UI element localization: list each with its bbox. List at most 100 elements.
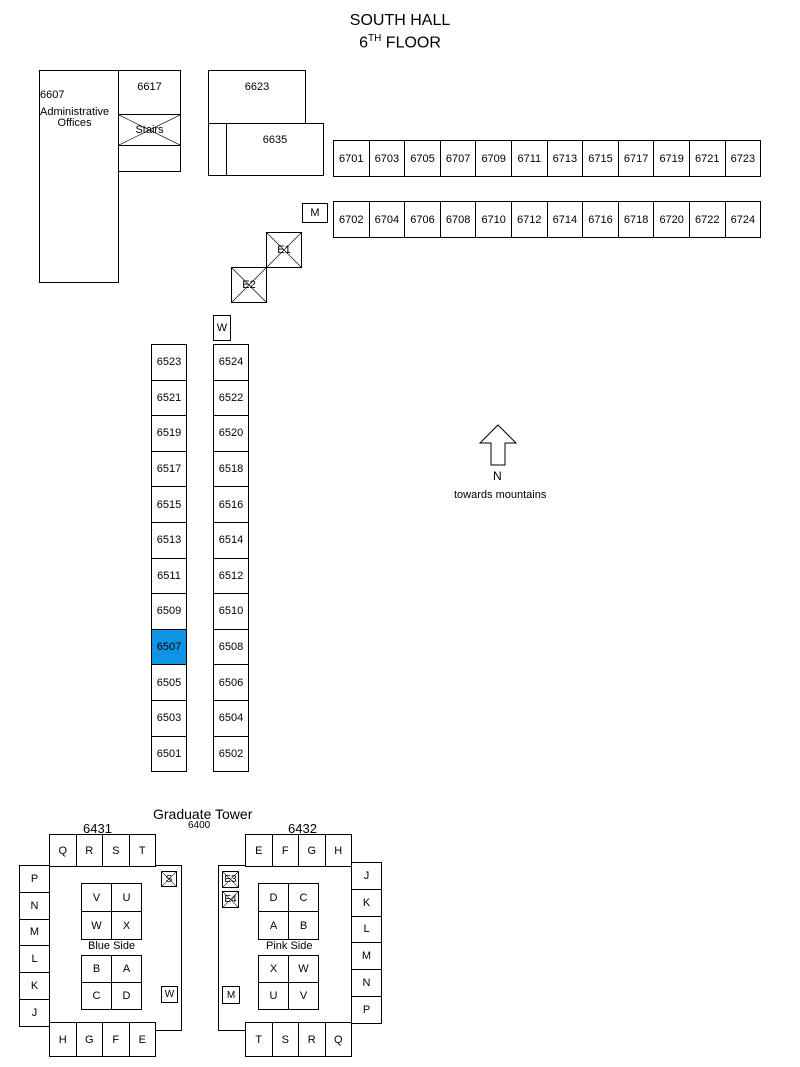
tower-6432-bottom-q[interactable]: Q xyxy=(324,1022,352,1057)
room-6512[interactable]: 6512 xyxy=(213,557,249,595)
room-6715[interactable]: 6715 xyxy=(582,140,619,177)
room-6502[interactable]: 6502 xyxy=(213,735,249,773)
tower-6431-side-m[interactable]: M xyxy=(19,918,50,947)
mens-restroom-m[interactable]: M xyxy=(302,203,328,223)
tower-6431-side-n[interactable]: N xyxy=(19,891,50,920)
tower-6432-side-l[interactable]: L xyxy=(351,915,382,944)
tower-6432-lower-w[interactable]: W xyxy=(288,955,319,983)
room-6524[interactable]: 6524 xyxy=(213,344,249,381)
room-6509[interactable]: 6509 xyxy=(151,593,187,630)
room-6607[interactable]: 6607 Administrative Offices xyxy=(39,70,119,283)
room-6710[interactable]: 6710 xyxy=(475,201,512,238)
tower-6431-lower-c[interactable]: C xyxy=(81,982,112,1010)
room-6523[interactable]: 6523 xyxy=(151,344,187,381)
room-6516[interactable]: 6516 xyxy=(213,486,249,523)
room-6707[interactable]: 6707 xyxy=(439,140,477,177)
tower-6432-lower-x[interactable]: X xyxy=(258,955,289,983)
tower-6432-top-g[interactable]: G xyxy=(298,834,326,867)
tower-6432-side-j[interactable]: J xyxy=(351,862,382,890)
elevator-e1[interactable]: E1 xyxy=(266,232,302,268)
tower-6432-lower-u[interactable]: U xyxy=(258,982,289,1010)
womens-restroom-w[interactable]: W xyxy=(213,315,231,341)
room-6517[interactable]: 6517 xyxy=(151,450,187,488)
room-6507[interactable]: 6507 xyxy=(151,628,187,666)
room-6635[interactable]: 6635 xyxy=(226,123,324,176)
tower-6432-m[interactable]: M xyxy=(222,986,240,1004)
tower-6431-lower-b[interactable]: B xyxy=(81,955,112,983)
tower-6432-top-f[interactable]: F xyxy=(271,834,299,867)
tower-6432-bottom-r[interactable]: R xyxy=(298,1022,326,1057)
room-6521[interactable]: 6521 xyxy=(151,379,187,417)
room-6705[interactable]: 6705 xyxy=(404,140,441,177)
elevator-e3[interactable]: E3 xyxy=(222,871,239,888)
tower-6432-bottom-s[interactable]: S xyxy=(271,1022,299,1057)
room-6708[interactable]: 6708 xyxy=(439,201,477,238)
tower-6432-side-p[interactable]: P xyxy=(351,996,382,1024)
tower-6432-upper-b[interactable]: B xyxy=(288,911,319,940)
tower-6432-top-e[interactable]: E xyxy=(245,834,273,867)
room-6706[interactable]: 6706 xyxy=(404,201,441,238)
room-6720[interactable]: 6720 xyxy=(653,201,690,238)
tower-6431-upper-w[interactable]: W xyxy=(81,911,112,940)
tower-6431-top-q[interactable]: Q xyxy=(49,834,77,867)
room-6719[interactable]: 6719 xyxy=(653,140,690,177)
tower-6432-side-k[interactable]: K xyxy=(351,888,382,917)
tower-6431-upper-v[interactable]: V xyxy=(81,883,112,912)
room-6520[interactable]: 6520 xyxy=(213,415,249,452)
room-6714[interactable]: 6714 xyxy=(546,201,584,238)
room-6514[interactable]: 6514 xyxy=(213,522,249,559)
tower-6432-lower-v[interactable]: V xyxy=(288,982,319,1010)
room-6505[interactable]: 6505 xyxy=(151,664,187,701)
tower-6431-side-l[interactable]: L xyxy=(19,945,50,974)
room-6724[interactable]: 6724 xyxy=(724,201,762,238)
tower-6431-upper-u[interactable]: U xyxy=(111,883,142,912)
room-6721[interactable]: 6721 xyxy=(689,140,726,177)
tower-6431-upper-x[interactable]: X xyxy=(111,911,142,940)
room-6504[interactable]: 6504 xyxy=(213,700,249,737)
tower-6431-top-t[interactable]: T xyxy=(128,834,156,867)
tower-6431-side-j[interactable]: J xyxy=(19,999,50,1027)
tower-6431-lower-d[interactable]: D xyxy=(111,982,142,1010)
room-6508[interactable]: 6508 xyxy=(213,628,249,666)
room-6709[interactable]: 6709 xyxy=(475,140,512,177)
tower-6432-upper-d[interactable]: D xyxy=(258,883,289,912)
room-6711[interactable]: 6711 xyxy=(511,140,548,177)
tower-6431-stairs-s[interactable]: S xyxy=(161,871,177,887)
tower-6432-top-h[interactable]: H xyxy=(324,834,352,867)
elevator-e4[interactable]: E4 xyxy=(222,891,239,908)
room-6704[interactable]: 6704 xyxy=(368,201,406,238)
room-6718[interactable]: 6718 xyxy=(617,201,655,238)
room-6511[interactable]: 6511 xyxy=(151,557,187,595)
room-6702[interactable]: 6702 xyxy=(333,201,370,238)
room-6701[interactable]: 6701 xyxy=(333,140,370,177)
room-6723[interactable]: 6723 xyxy=(724,140,762,177)
room-6716[interactable]: 6716 xyxy=(582,201,619,238)
tower-6431-side-p[interactable]: P xyxy=(19,865,50,893)
room-6717[interactable]: 6717 xyxy=(617,140,655,177)
tower-6431-bottom-f[interactable]: F xyxy=(102,1022,130,1057)
tower-6431-top-s[interactable]: S xyxy=(102,834,130,867)
room-6501[interactable]: 6501 xyxy=(151,735,187,773)
tower-6431-lower-a[interactable]: A xyxy=(111,955,142,983)
tower-6431-bottom-h[interactable]: H xyxy=(49,1022,77,1057)
room-6713[interactable]: 6713 xyxy=(546,140,584,177)
tower-6431-bottom-e[interactable]: E xyxy=(128,1022,156,1057)
room-6519[interactable]: 6519 xyxy=(151,415,187,452)
room-6712[interactable]: 6712 xyxy=(511,201,548,238)
room-6617[interactable]: 6617 xyxy=(118,70,181,115)
room-6503[interactable]: 6503 xyxy=(151,700,187,737)
stairs[interactable]: Stairs xyxy=(118,114,181,146)
room-6506[interactable]: 6506 xyxy=(213,664,249,701)
room-6513[interactable]: 6513 xyxy=(151,522,187,559)
room-6703[interactable]: 6703 xyxy=(368,140,406,177)
tower-6432-bottom-t[interactable]: T xyxy=(245,1022,273,1057)
room-6510[interactable]: 6510 xyxy=(213,593,249,630)
room-6623[interactable]: 6623 xyxy=(208,70,306,124)
tower-6432-side-m[interactable]: M xyxy=(351,942,382,971)
tower-6432-upper-a[interactable]: A xyxy=(258,911,289,940)
tower-6431-bottom-g[interactable]: G xyxy=(75,1022,103,1057)
tower-6432-upper-c[interactable]: C xyxy=(288,883,319,912)
room-6515[interactable]: 6515 xyxy=(151,486,187,523)
elevator-e2[interactable]: E2 xyxy=(231,267,267,303)
tower-6431-side-k[interactable]: K xyxy=(19,972,50,1000)
